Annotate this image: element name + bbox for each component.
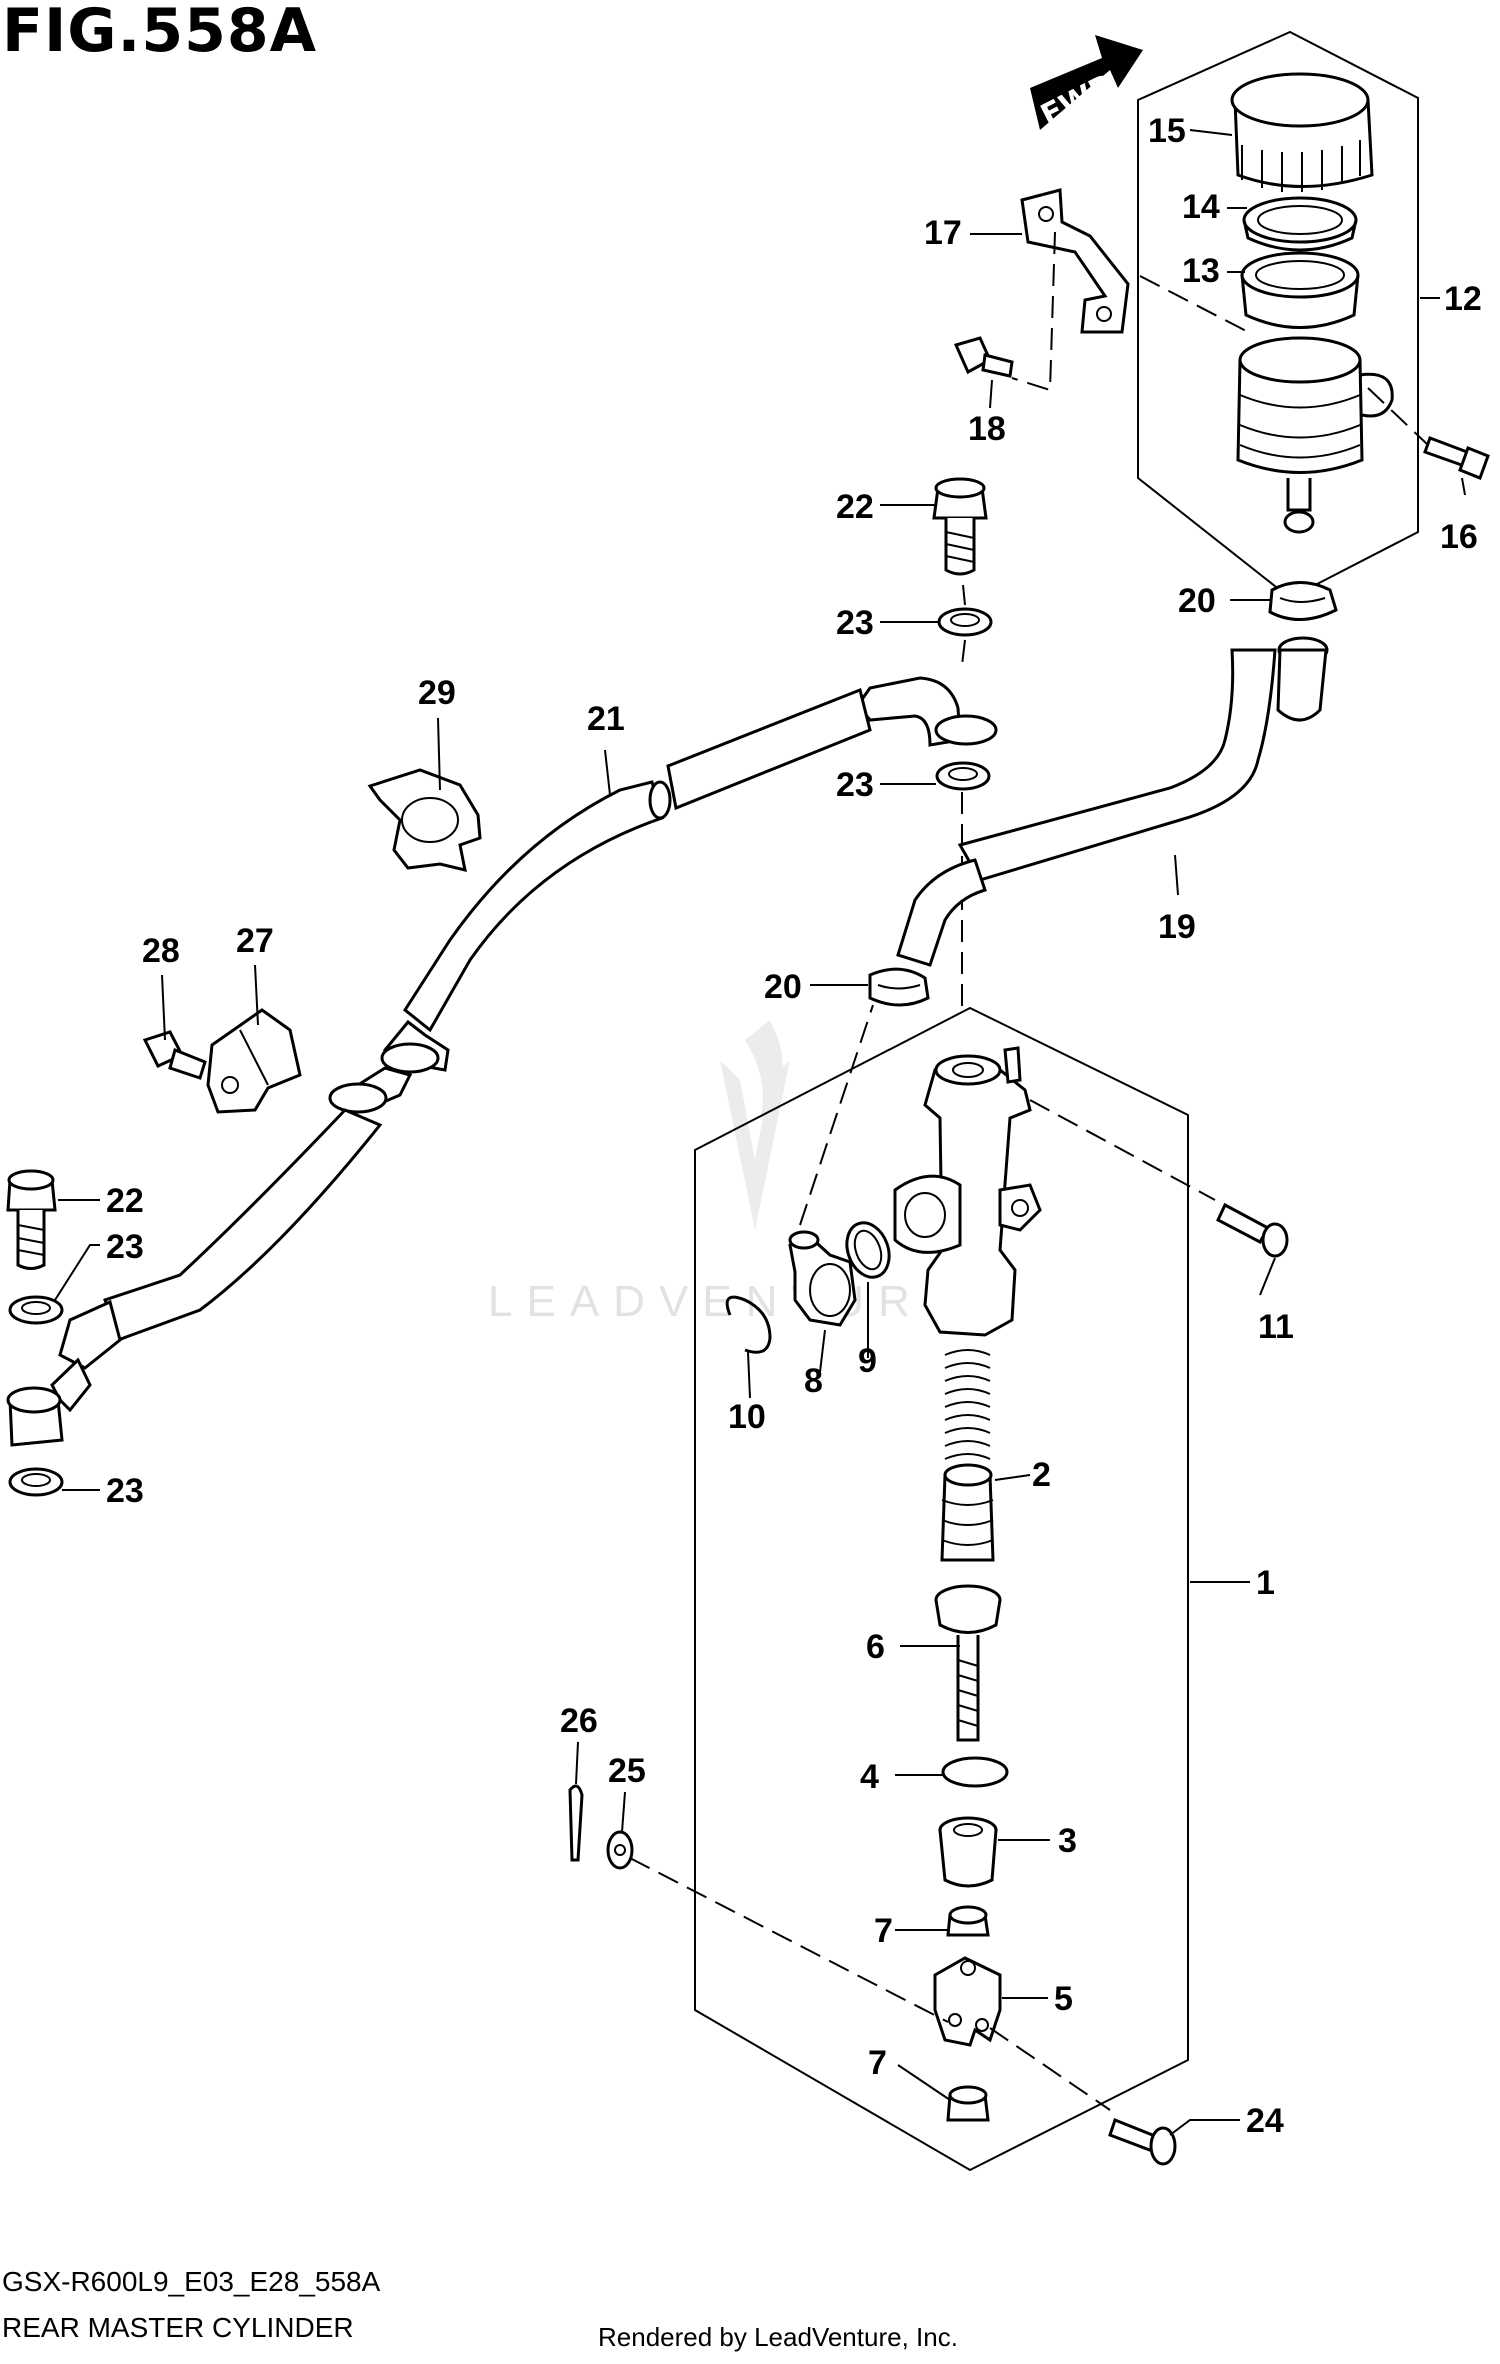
callout-22-upper[interactable]: 22	[836, 488, 874, 526]
callout-15[interactable]: 15	[1148, 112, 1186, 150]
callouts: 15 14 13 12 16 17 18 22 23 23 20 21 29 1…	[106, 112, 1482, 2140]
callout-12[interactable]: 12	[1444, 280, 1482, 318]
figure-title: FIG.558A	[2, 0, 318, 66]
reservoir-cap[interactable]	[1230, 72, 1374, 192]
washer-upper-2[interactable]	[935, 761, 991, 791]
callout-23-lower-2[interactable]: 23	[106, 1472, 144, 1510]
washer-upper-1[interactable]	[937, 607, 993, 637]
callout-11[interactable]: 11	[1258, 1308, 1294, 1346]
hose-clamp[interactable]	[367, 768, 482, 873]
callout-26[interactable]: 26	[560, 1702, 598, 1740]
cotter-pin[interactable]	[568, 1784, 584, 1862]
diaphragm[interactable]	[1240, 251, 1360, 329]
callout-2[interactable]: 2	[1032, 1456, 1051, 1494]
banjo-bolt-upper[interactable]	[932, 477, 988, 576]
hose-clip-lower[interactable]	[868, 967, 930, 1007]
reservoir-hose[interactable]	[896, 636, 1329, 967]
o-ring[interactable]	[840, 1217, 897, 1283]
hose-clip-upper[interactable]	[1268, 581, 1338, 622]
callout-20-lower[interactable]: 20	[764, 968, 802, 1006]
banjo-bolt-lower[interactable]	[6, 1169, 57, 1270]
banjo-fitting-lower[interactable]	[6, 1386, 64, 1447]
callout-22-lower[interactable]: 22	[106, 1182, 144, 1220]
rendered-by-credit: Rendered by LeadVenture, Inc.	[598, 2322, 958, 2352]
callout-8[interactable]: 8	[804, 1362, 823, 1400]
lock-nut-upper[interactable]	[946, 1905, 990, 1937]
lock-nut-lower[interactable]	[946, 2085, 990, 2122]
callout-29[interactable]: 29	[418, 674, 456, 712]
callout-3[interactable]: 3	[1058, 1822, 1077, 1860]
callout-24[interactable]: 24	[1246, 2102, 1284, 2140]
callout-19[interactable]: 19	[1158, 908, 1196, 946]
washer-lower-1[interactable]	[8, 1295, 64, 1325]
callout-23-upper-1[interactable]: 23	[836, 604, 874, 642]
callout-23-lower-1[interactable]: 23	[106, 1228, 144, 1266]
callout-21[interactable]: 21	[587, 700, 625, 738]
callout-13[interactable]: 13	[1182, 252, 1220, 290]
callout-25[interactable]: 25	[608, 1752, 646, 1790]
callout-6[interactable]: 6	[866, 1628, 885, 1666]
circlip-fitting[interactable]	[725, 1295, 772, 1354]
callout-28[interactable]: 28	[142, 932, 180, 970]
pin-washer[interactable]	[606, 1830, 634, 1870]
clevis-pin[interactable]	[1108, 2118, 1177, 2166]
clevis[interactable]	[933, 1956, 1002, 2047]
bracket-bolt[interactable]	[953, 336, 1014, 378]
master-cylinder-body[interactable]	[893, 1046, 1042, 1337]
reservoir-screw[interactable]	[1423, 436, 1490, 480]
washer-lower-2[interactable]	[8, 1467, 64, 1497]
callout-20-upper[interactable]: 20	[1178, 582, 1216, 620]
piston-kit[interactable]	[940, 1349, 995, 1562]
reservoir-hose-fitting[interactable]	[788, 1230, 857, 1327]
callout-1[interactable]: 1	[1256, 1564, 1275, 1602]
clamp-bolt[interactable]	[142, 1030, 207, 1080]
callout-14[interactable]: 14	[1182, 188, 1220, 226]
callout-9[interactable]: 9	[858, 1342, 877, 1380]
hose-guide-clamp[interactable]	[206, 1008, 302, 1114]
body-screw[interactable]	[1216, 1202, 1289, 1258]
reservoir-bracket[interactable]	[1020, 188, 1130, 334]
callout-16[interactable]: 16	[1440, 518, 1478, 556]
callout-7-upper[interactable]: 7	[874, 1912, 893, 1950]
circlip-rod[interactable]	[941, 1756, 1009, 1788]
callout-4[interactable]: 4	[860, 1758, 879, 1796]
callout-7-lower[interactable]: 7	[868, 2044, 887, 2082]
reservoir-assembly-outline	[1137, 30, 1419, 600]
push-rod[interactable]	[934, 1584, 1002, 1742]
fwd-arrow[interactable]: FWD	[1030, 35, 1143, 134]
watermark: LEADVENTURE	[488, 1020, 967, 1326]
callout-23-upper-2[interactable]: 23	[836, 766, 874, 804]
brake-hose[interactable]	[50, 676, 998, 1413]
rod-boot[interactable]	[938, 1816, 998, 1888]
callout-27[interactable]: 27	[236, 922, 274, 960]
reservoir-body[interactable]	[1236, 336, 1394, 534]
diagram-name: REAR MASTER CYLINDER	[2, 2312, 354, 2343]
callout-17[interactable]: 17	[924, 214, 962, 252]
callout-18[interactable]: 18	[968, 410, 1006, 448]
watermark-text: LEADVENTURE	[488, 1277, 967, 1326]
callout-5[interactable]: 5	[1054, 1980, 1073, 2018]
diaphragm-plate[interactable]	[1242, 196, 1358, 252]
model-code: GSX-R600L9_E03_E28_558A	[2, 2266, 381, 2297]
callout-10[interactable]: 10	[728, 1398, 766, 1436]
leader-lines	[54, 129, 1466, 2136]
master-cylinder-assembly-outline	[694, 1006, 1189, 2172]
